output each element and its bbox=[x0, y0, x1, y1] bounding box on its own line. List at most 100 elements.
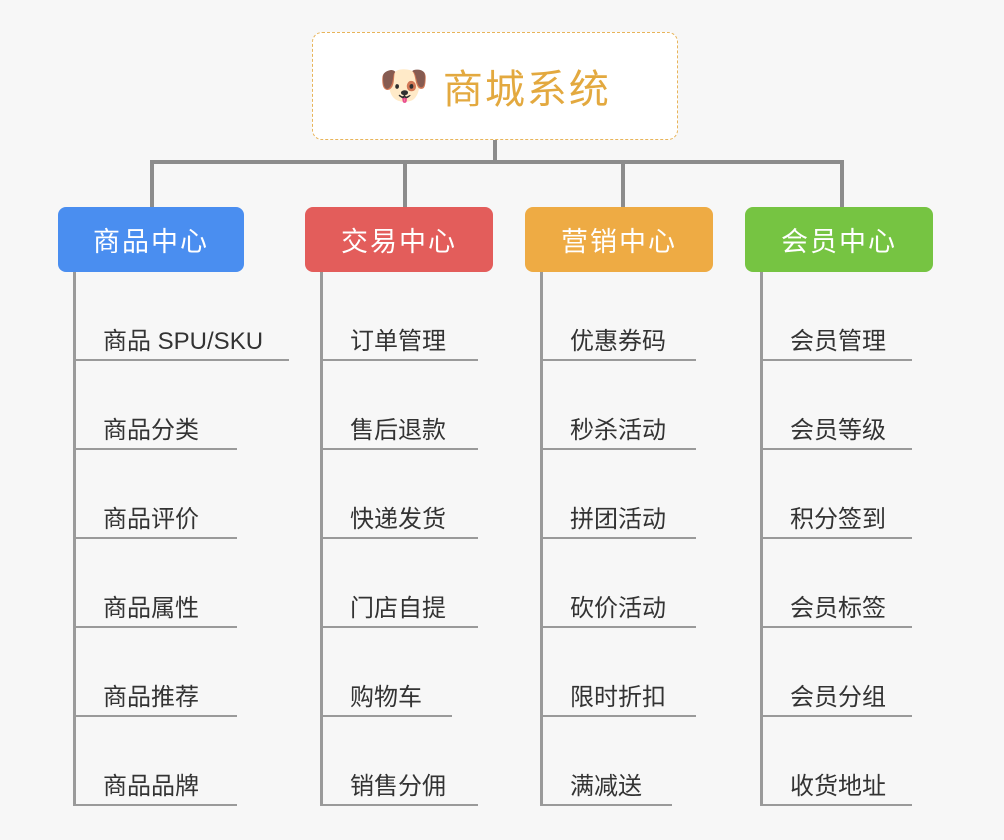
leaf-underline bbox=[540, 537, 696, 539]
leaf-underline bbox=[760, 537, 912, 539]
connector-drop-4 bbox=[840, 160, 844, 208]
leaf-item-label: 售后退款 bbox=[350, 416, 446, 444]
leaf-underline bbox=[320, 448, 478, 450]
leaf-item[interactable]: 商品评价 bbox=[73, 450, 279, 539]
leaf-item[interactable]: 会员分组 bbox=[760, 628, 912, 717]
branch-header-3[interactable]: 营销中心 bbox=[525, 207, 713, 272]
leaf-item-label: 会员标签 bbox=[790, 594, 886, 622]
branch-spine-1 bbox=[73, 272, 76, 806]
leaf-item[interactable]: 会员管理 bbox=[760, 272, 912, 361]
branch-spine-4 bbox=[760, 272, 763, 806]
leaf-item-label: 商品属性 bbox=[103, 594, 199, 622]
leaf-item-label: 商品评价 bbox=[103, 505, 199, 533]
leaf-item-label: 商品品牌 bbox=[103, 772, 199, 800]
connector-horizontal-bus bbox=[150, 160, 842, 164]
leaf-item-label: 会员分组 bbox=[790, 683, 886, 711]
leaf-item[interactable]: 售后退款 bbox=[320, 361, 478, 450]
leaf-item[interactable]: 秒杀活动 bbox=[540, 361, 696, 450]
leaf-item[interactable]: 会员等级 bbox=[760, 361, 912, 450]
leaf-item-label: 购物车 bbox=[350, 683, 422, 711]
leaf-item[interactable]: 积分签到 bbox=[760, 450, 912, 539]
leaf-item[interactable]: 商品属性 bbox=[73, 539, 279, 628]
leaf-list-3: 优惠券码 秒杀活动 拼团活动 砍价活动 限时折扣 满减送 bbox=[540, 272, 696, 806]
leaf-item[interactable]: 商品推荐 bbox=[73, 628, 279, 717]
leaf-underline bbox=[320, 359, 478, 361]
connector-drop-1 bbox=[150, 160, 154, 208]
leaf-underline bbox=[540, 804, 672, 806]
leaf-item-label: 限时折扣 bbox=[570, 683, 666, 711]
branch-spine-3 bbox=[540, 272, 543, 806]
leaf-underline bbox=[73, 804, 237, 806]
leaf-item-label: 会员管理 bbox=[790, 327, 886, 355]
leaf-item[interactable]: 销售分佣 bbox=[320, 717, 478, 806]
leaf-underline bbox=[540, 448, 696, 450]
leaf-item-label: 销售分佣 bbox=[350, 772, 446, 800]
leaf-underline bbox=[73, 448, 237, 450]
leaf-item[interactable]: 砍价活动 bbox=[540, 539, 696, 628]
branch-header-4[interactable]: 会员中心 bbox=[745, 207, 933, 272]
branch-header-2[interactable]: 交易中心 bbox=[305, 207, 493, 272]
leaf-item-label: 收货地址 bbox=[790, 772, 886, 800]
leaf-underline bbox=[320, 537, 478, 539]
connector-root-stem bbox=[493, 140, 497, 164]
leaf-item-label: 秒杀活动 bbox=[570, 416, 666, 444]
leaf-item-label: 拼团活动 bbox=[570, 505, 666, 533]
leaf-item[interactable]: 购物车 bbox=[320, 628, 462, 717]
connector-drop-2 bbox=[403, 160, 407, 208]
leaf-item-label: 会员等级 bbox=[790, 416, 886, 444]
leaf-list-4: 会员管理 会员等级 积分签到 会员标签 会员分组 收货地址 bbox=[760, 272, 912, 806]
leaf-item[interactable]: 满减送 bbox=[540, 717, 682, 806]
leaf-item[interactable]: 拼团活动 bbox=[540, 450, 696, 539]
root-node[interactable]: 🐶 商城系统 bbox=[312, 32, 678, 140]
branch-column-4: 会员中心 会员管理 会员等级 积分签到 会员标签 会员分组 bbox=[745, 207, 933, 806]
leaf-underline bbox=[760, 359, 912, 361]
leaf-item-label: 商品推荐 bbox=[103, 683, 199, 711]
leaf-list-2: 订单管理 售后退款 快递发货 门店自提 购物车 销售分佣 bbox=[320, 272, 478, 806]
leaf-underline bbox=[760, 626, 912, 628]
leaf-item[interactable]: 商品分类 bbox=[73, 361, 279, 450]
leaf-item-label: 满减送 bbox=[570, 772, 642, 800]
root-title: 商城系统 bbox=[442, 68, 611, 112]
leaf-item-label: 快递发货 bbox=[350, 505, 446, 533]
leaf-underline bbox=[73, 537, 237, 539]
branch-header-1[interactable]: 商品中心 bbox=[58, 207, 244, 272]
branch-header-label: 商品中心 bbox=[93, 227, 209, 257]
leaf-underline bbox=[320, 804, 478, 806]
leaf-underline bbox=[540, 359, 696, 361]
connector-drop-3 bbox=[621, 160, 625, 208]
leaf-underline bbox=[320, 715, 452, 717]
leaf-item[interactable]: 门店自提 bbox=[320, 539, 478, 628]
leaf-item-label: 积分签到 bbox=[790, 505, 886, 533]
leaf-item[interactable]: 收货地址 bbox=[760, 717, 912, 806]
branch-spine-2 bbox=[320, 272, 323, 806]
leaf-underline bbox=[760, 448, 912, 450]
branch-header-label: 交易中心 bbox=[341, 227, 457, 257]
branch-header-label: 营销中心 bbox=[561, 227, 677, 257]
branch-column-1: 商品中心 商品 SPU/SKU 商品分类 商品评价 商品属性 商品推荐 bbox=[58, 207, 289, 806]
leaf-item[interactable]: 订单管理 bbox=[320, 272, 478, 361]
shiba-dog-face-icon: 🐶 bbox=[379, 64, 429, 108]
leaf-list-1: 商品 SPU/SKU 商品分类 商品评价 商品属性 商品推荐 商品品牌 bbox=[73, 272, 289, 806]
leaf-item[interactable]: 商品 SPU/SKU bbox=[73, 272, 289, 361]
leaf-underline bbox=[73, 715, 237, 717]
leaf-item-label: 商品 SPU/SKU bbox=[103, 327, 264, 355]
leaf-underline bbox=[540, 715, 696, 717]
leaf-item[interactable]: 限时折扣 bbox=[540, 628, 696, 717]
branch-column-3: 营销中心 优惠券码 秒杀活动 拼团活动 砍价活动 限时折扣 bbox=[525, 207, 713, 806]
leaf-item[interactable]: 会员标签 bbox=[760, 539, 912, 628]
leaf-item-label: 砍价活动 bbox=[570, 594, 666, 622]
leaf-underline bbox=[73, 359, 289, 361]
leaf-underline bbox=[760, 804, 912, 806]
leaf-underline bbox=[760, 715, 912, 717]
branch-header-label: 会员中心 bbox=[781, 227, 897, 257]
branch-column-2: 交易中心 订单管理 售后退款 快递发货 门店自提 购物车 bbox=[305, 207, 493, 806]
leaf-underline bbox=[73, 626, 237, 628]
leaf-item[interactable]: 优惠券码 bbox=[540, 272, 696, 361]
leaf-item[interactable]: 商品品牌 bbox=[73, 717, 279, 806]
leaf-item[interactable]: 快递发货 bbox=[320, 450, 478, 539]
leaf-item-label: 订单管理 bbox=[350, 327, 446, 355]
leaf-underline bbox=[540, 626, 696, 628]
leaf-underline bbox=[320, 626, 478, 628]
leaf-item-label: 商品分类 bbox=[103, 416, 199, 444]
